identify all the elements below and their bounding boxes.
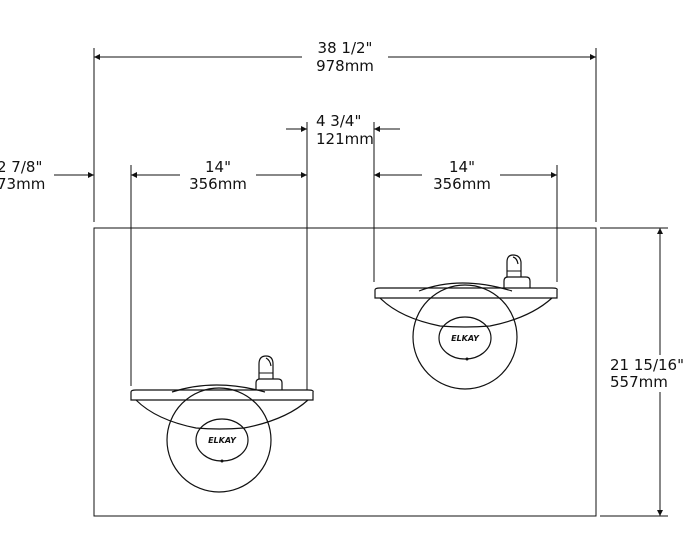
spacing-dimension: 4 3/4" 121mm: [286, 112, 400, 390]
right-fountain-basin: [374, 287, 558, 299]
right-unit-width-imperial: 14": [449, 158, 475, 176]
overall-height-imperial: 21 15/16": [610, 356, 684, 374]
right-fountain-wall-mount: [412, 284, 518, 390]
overall-height-dimension: 21 15/16" 557mm: [600, 227, 684, 517]
spacing-imperial: 4 3/4": [316, 112, 361, 130]
right-fountain-bubbler-icon: [503, 254, 531, 288]
right-unit-width-metric: 356mm: [433, 175, 491, 193]
overall-width-metric: 978mm: [316, 57, 374, 75]
left-unit-width-metric: 356mm: [189, 175, 247, 193]
left-fountain-bubbler-icon: [255, 355, 283, 390]
spacing-metric: 121mm: [316, 130, 374, 148]
left-fountain: ELKAY: [130, 355, 314, 493]
left-unit-width-dimension: 14" 356mm: [130, 158, 307, 386]
left-fountain-basin: [130, 389, 314, 401]
left-fountain-logo: ELKAY: [208, 436, 237, 445]
overall-height-metric: 557mm: [610, 373, 668, 391]
overall-width-dimension: 38 1/2" 978mm: [93, 39, 597, 222]
wall-plate: [93, 227, 597, 517]
right-unit-width-dimension: 14" 356mm: [374, 158, 558, 282]
side-offset-imperial: 2 7/8": [0, 158, 42, 176]
left-fountain-wall-mount: [166, 387, 272, 493]
right-fountain-logo: ELKAY: [451, 334, 480, 343]
right-fountain: ELKAY: [374, 254, 558, 390]
right-fountain-basin-top: [418, 282, 513, 292]
left-unit-width-imperial: 14": [205, 158, 231, 176]
overall-width-imperial: 38 1/2": [318, 39, 373, 57]
right-fountain-medallion: [438, 316, 492, 360]
side-offset-metric: 73mm: [0, 175, 45, 193]
side-offset-dimension: 2 7/8" 73mm: [0, 158, 94, 193]
